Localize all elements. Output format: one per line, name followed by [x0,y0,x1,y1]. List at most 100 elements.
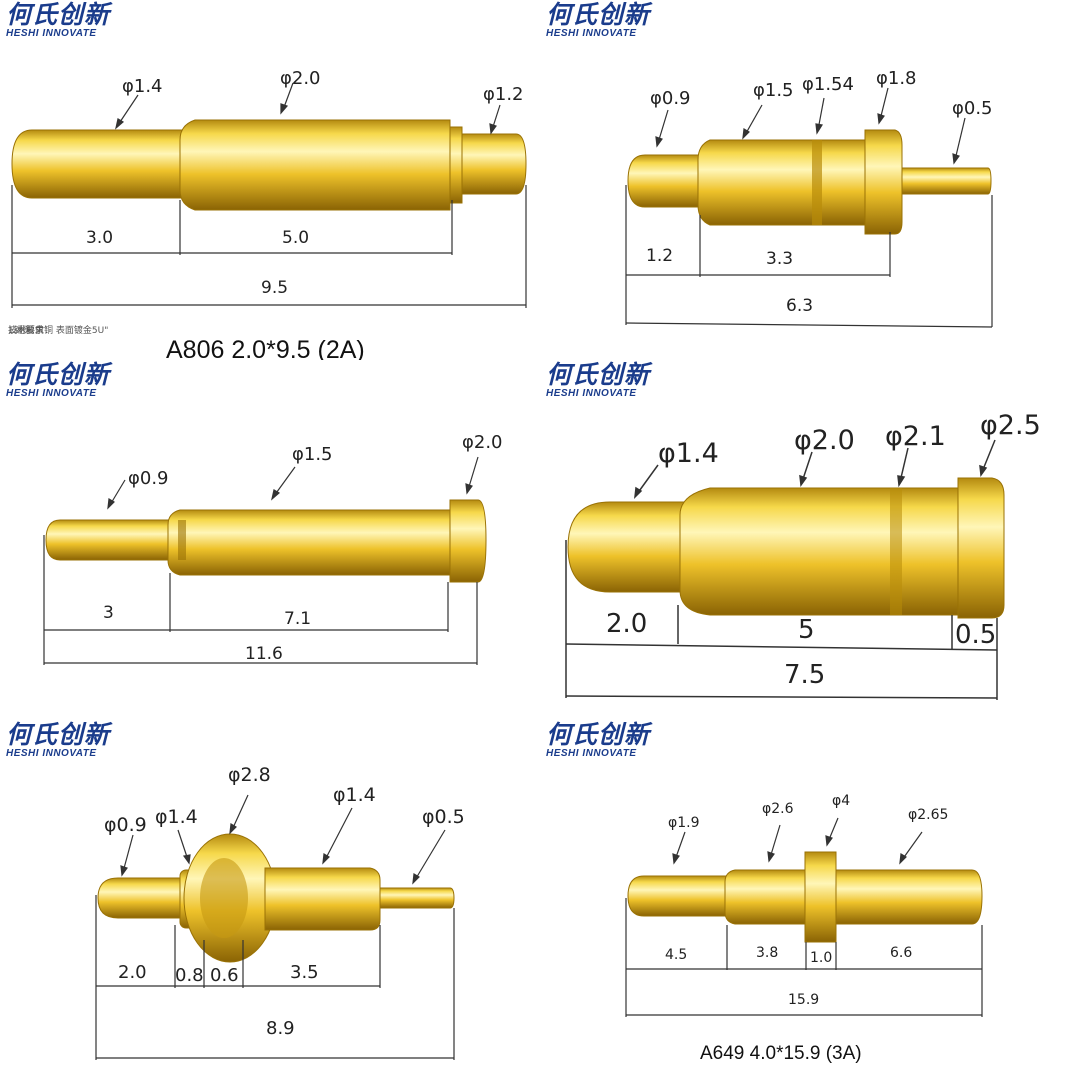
diameter-label: φ1.8 [876,68,917,89]
dimension-label: 2.0 [118,962,147,983]
diameter-label: φ1.2 [483,84,524,105]
pin-drawing [625,87,993,328]
brand-name-en: HESHI INNOVATE [6,748,97,759]
brand-name-en: HESHI INNOVATE [546,28,637,39]
dimension-label: 7.5 [784,660,826,690]
diameter-label: φ1.5 [292,444,333,465]
brand-logo: 何氏创新 HESHI INNOVATE [546,722,686,762]
brand-name-cn: 何氏创新 [546,0,651,29]
pin-body [627,851,983,943]
diameter-label: φ0.5 [952,98,993,119]
leader-arrows [655,87,966,165]
pin-body [45,499,487,583]
dimension-label: 1.0 [810,950,833,966]
brand-name-cn: 何氏创新 [546,360,651,389]
diameter-label: φ1.54 [802,74,854,95]
brand-name-cn: 何氏创新 [6,720,111,749]
brand-logo: 何氏创新 HESHI INNOVATE [546,362,686,402]
pin-panel-6-3: 何氏创新 HESHI INNOVATE φ0.9 φ1.5 φ1.54 φ1.8… [540,0,1080,362]
diameter-label: φ4 [832,793,851,809]
diameter-label: φ0.9 [104,814,147,836]
leader-arrows [672,817,923,865]
pin-body [567,477,1005,619]
dimension-label: 0.6 [210,965,239,986]
diameter-label: φ2.1 [885,421,946,452]
dimension-label: 3.3 [766,249,794,269]
pin-panel-a806: 何氏创新 HESHI INNOVATE φ1.4 φ2.0 φ1.2 3.0 5… [0,0,540,362]
brand-logo: 何氏创新 HESHI INNOVATE [546,2,686,42]
pin-panel-11-6: 何氏创新 HESHI INNOVATE φ0.9 φ1.5 φ2.0 3 7.1… [0,360,540,720]
diameter-label: φ2.8 [228,764,271,786]
dimension-label: 8.9 [266,1018,295,1039]
dimension-lines [625,898,983,1017]
brand-name-en: HESHI INNOVATE [546,388,637,399]
brand-name-en: HESHI INNOVATE [546,748,637,759]
diameter-label: φ1.4 [122,76,163,97]
dimension-label: 4.5 [665,947,688,963]
pin-drawing [565,439,1005,700]
pin-body [627,129,992,235]
dimension-lines [95,895,455,1060]
diameter-label: φ2.0 [462,432,503,453]
brand-name-en: HESHI INNOVATE [6,28,97,39]
diameter-label: φ1.5 [753,80,794,101]
pin-drawing [43,456,487,665]
tech-note-line: 针头:黄铜 表面镀金5U" [14,326,109,336]
brand-logo: 何氏创新 HESHI INNOVATE [6,2,146,42]
diameter-label: φ2.6 [762,801,794,817]
brand-name-cn: 何氏创新 [6,0,111,29]
diameter-label: φ0.9 [650,88,691,109]
leader-arrows [634,439,996,500]
dimension-lines [565,540,998,700]
diameter-label: φ2.65 [908,807,949,823]
leader-arrows [120,794,446,885]
pin-drawing [11,82,527,308]
brand-logo: 何氏创新 HESHI INNOVATE [6,362,146,402]
dimension-label: 0.8 [175,965,204,986]
pin-panel-a649: 何氏创新 HESHI INNOVATE φ1.9 φ2.6 φ4 φ2.65 4… [540,720,1080,1080]
diameter-label: φ1.4 [333,784,376,806]
dimension-label: 6.6 [890,945,913,961]
dimension-lines [625,185,993,328]
dimension-lines [11,185,527,308]
tech-note-line: 技术要求： [8,326,54,336]
dimension-label: 5.0 [282,228,310,248]
dimension-label: 3.0 [86,228,114,248]
pin-body [97,833,455,963]
pin-drawing [625,817,983,1017]
part-caption: A806 2.0*9.5 (2A) [166,336,365,363]
brand-logo: 何氏创新 HESHI INNOVATE [6,722,146,762]
dimension-label: 9.5 [261,278,289,298]
pin-drawing [95,794,455,1060]
dimension-label: 7.1 [284,609,312,629]
diameter-label: φ0.5 [422,806,465,828]
brand-name-cn: 何氏创新 [546,720,651,749]
dimension-label: 1.2 [646,246,674,266]
part-caption: A649 4.0*15.9 (3A) [700,1043,862,1064]
pin-panel-8-9: 何氏创新 HESHI INNOVATE φ0.9 φ1.4 φ2.8 φ1.4 … [0,720,540,1080]
pin-body [11,119,527,211]
diameter-label: φ1.9 [668,815,700,831]
dimension-label: 5 [798,615,815,645]
diameter-label: φ2.5 [980,410,1041,441]
diameter-label: φ1.4 [658,438,719,469]
dimension-label: 6.3 [786,296,814,316]
diameter-label: φ0.9 [128,468,169,489]
pin-panel-7-5: 何氏创新 HESHI INNOVATE φ1.4 φ2.0 φ2.1 φ2.5 … [540,360,1080,720]
diameter-label: φ2.0 [794,425,855,456]
brand-name-cn: 何氏创新 [6,360,111,389]
leader-arrows [115,82,501,135]
dimension-label: 3.8 [756,945,779,961]
leader-arrows [107,456,479,510]
dimension-label: 0.5 [955,620,997,650]
dimension-label: 3 [103,603,114,623]
diameter-label: φ1.4 [155,806,198,828]
diameter-label: φ2.0 [280,68,321,89]
dimension-label: 15.9 [788,992,820,1008]
brand-name-en: HESHI INNOVATE [6,388,97,399]
dimension-lines [43,535,478,665]
tech-note-line: 1.材料: [8,326,38,336]
dimension-label: 3.5 [290,962,319,983]
dimension-label: 2.0 [606,609,648,639]
dimension-label: 11.6 [245,644,283,664]
